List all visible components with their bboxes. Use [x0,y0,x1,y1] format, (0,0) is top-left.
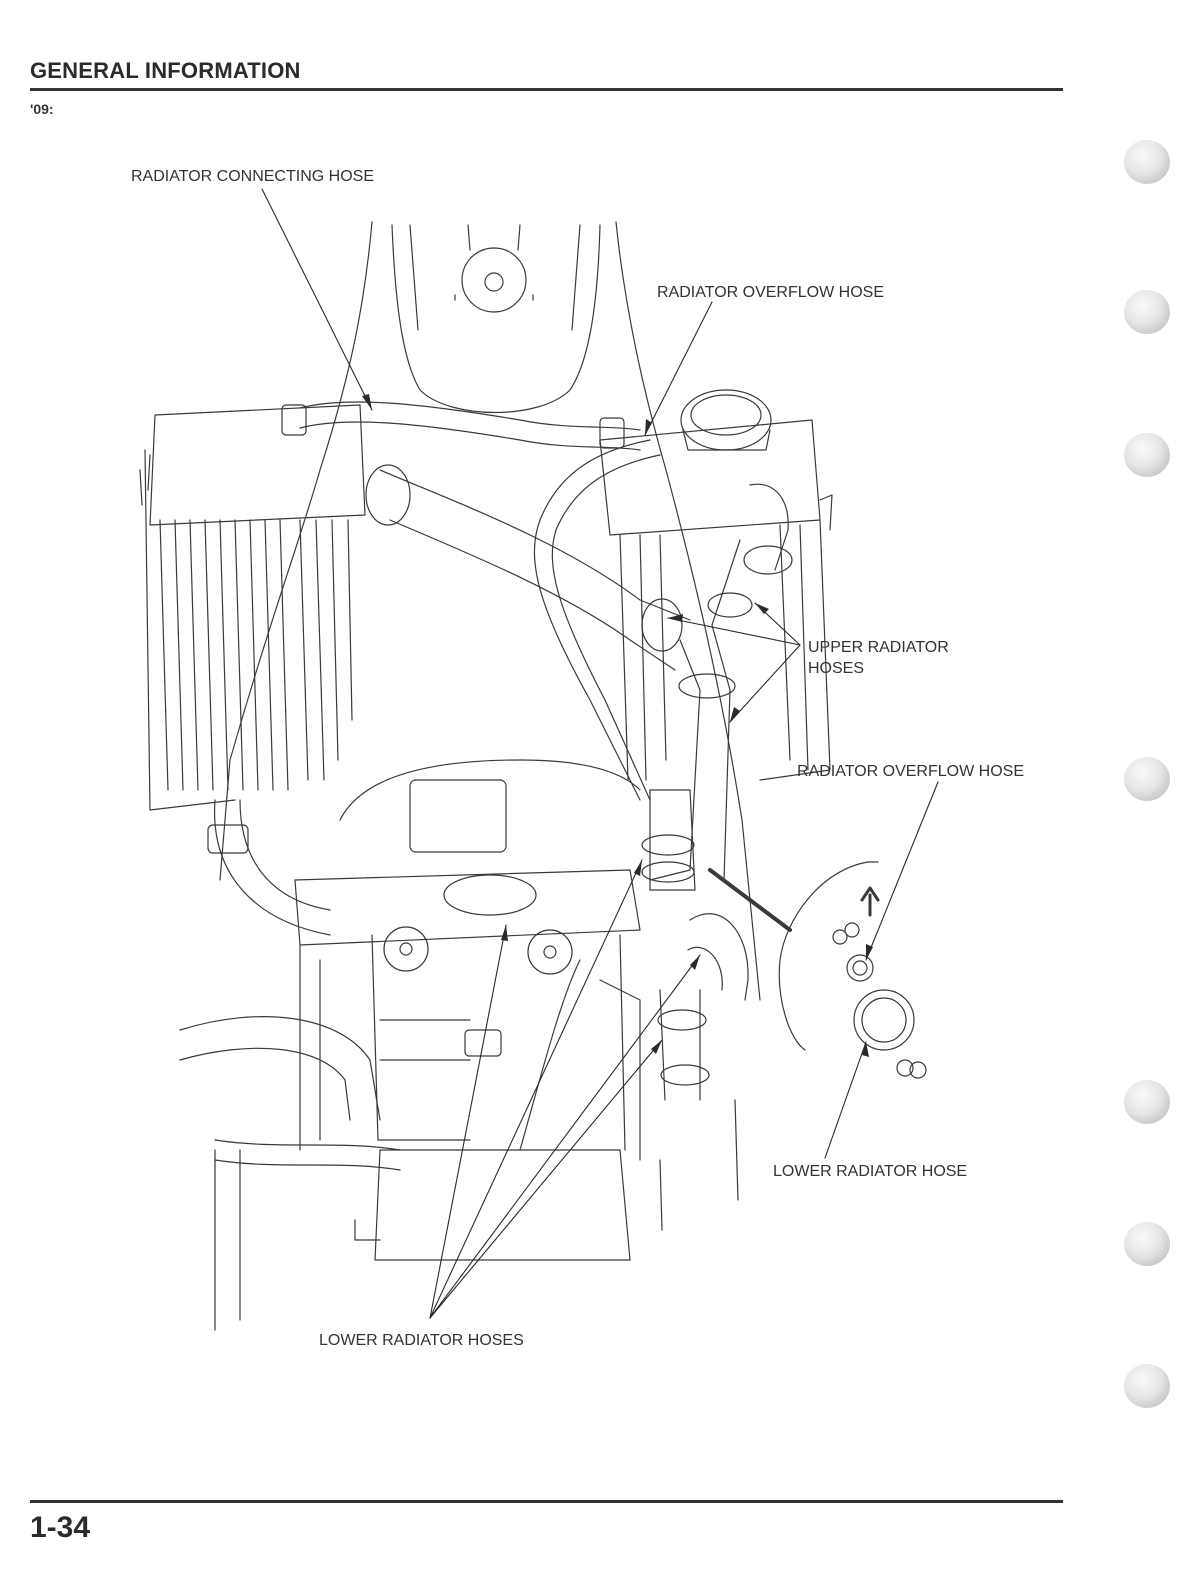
page-number: 1-34 [30,1511,91,1544]
leader-upper-hoses-3 [730,645,800,722]
leader-arrowheads [362,394,873,1057]
right-radiator [600,420,832,780]
lower-left-large-hose [180,1017,400,1170]
callout-upper-radiator-hoses-line2: HOSES [808,660,865,677]
leader-lower-hoses-1 [430,925,506,1318]
callout-lower-radiator-hoses: LOWER RADIATOR HOSES [319,1332,524,1349]
lower-frame [215,1100,738,1330]
leader-lower-hoses-4 [430,1040,662,1318]
callout-lower-radiator-hose: LOWER RADIATOR HOSE [773,1163,968,1180]
callout-upper-radiator-hoses: UPPER RADIATOR HOSES [808,637,949,679]
footer-rule [30,1500,1063,1503]
binder-hole [1124,757,1170,801]
leader-lower-hoses-2 [430,860,642,1318]
lower-left-hose [208,800,330,935]
binder-hole [1124,290,1170,334]
leader-lower-hoses-3 [430,955,700,1318]
detail-view [710,862,926,1078]
leader-lower-hose [825,1042,866,1158]
leader-upper-hoses-1 [668,618,800,645]
binder-hole [1124,1080,1170,1124]
callout-upper-radiator-hoses-line1: UPPER RADIATOR [808,639,949,656]
model-year: '09: [30,101,54,117]
binder-hole [1124,1364,1170,1408]
right-upper-hose [708,484,792,625]
section-title: GENERAL INFORMATION [30,58,301,83]
overflow-hose-loop [534,440,660,800]
callout-radiator-overflow-hose-top: RADIATOR OVERFLOW HOSE [657,284,884,301]
engine-block [295,760,640,1150]
leader-lines [262,189,938,1318]
callout-radiator-connecting-hose: RADIATOR CONNECTING HOSE [131,168,374,185]
binder-hole [1124,433,1170,477]
leader-overflow-hose-top [645,302,712,435]
header-rule [30,88,1063,91]
radiator-cap [681,390,771,450]
upper-hose [366,465,735,880]
leader-overflow-hose-detail [866,782,938,960]
frame-outline [220,222,760,1000]
binder-hole [1124,1222,1170,1266]
leader-connecting-hose [262,189,372,410]
binder-hole [1124,140,1170,184]
callout-radiator-overflow-hose-detail: RADIATOR OVERFLOW HOSE [797,763,1024,780]
lower-hose-assembly [465,790,748,1160]
connecting-hose [282,402,640,450]
left-radiator [140,405,365,810]
